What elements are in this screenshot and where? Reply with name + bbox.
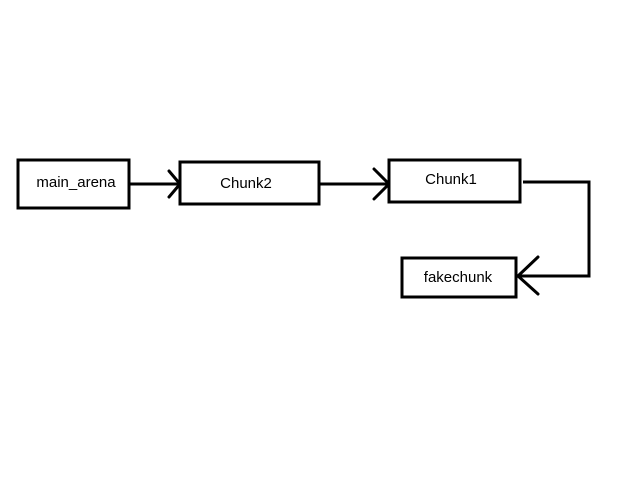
edge-main-arena-to-chunk2 [130, 169, 182, 199]
node-main-arena-box [16, 158, 131, 210]
node-fakechunk: fakechunk [400, 256, 518, 299]
node-chunk2-label: Chunk2 [220, 175, 272, 192]
node-chunk1-box [387, 158, 522, 204]
node-main-arena: main_arena [16, 158, 131, 210]
edge-chunk2-to-chunk1 [320, 167, 391, 201]
node-chunk2: Chunk2 [178, 160, 321, 206]
node-fakechunk-label: fakechunk [424, 269, 493, 286]
node-chunk2-box [178, 160, 321, 206]
node-chunk1-label: Chunk1 [425, 171, 477, 188]
node-chunk1: Chunk1 [387, 158, 522, 204]
node-fakechunk-box [400, 256, 518, 299]
edge-chunk1-to-fakechunk [516, 180, 591, 296]
node-main-arena-label: main_arena [36, 174, 116, 191]
